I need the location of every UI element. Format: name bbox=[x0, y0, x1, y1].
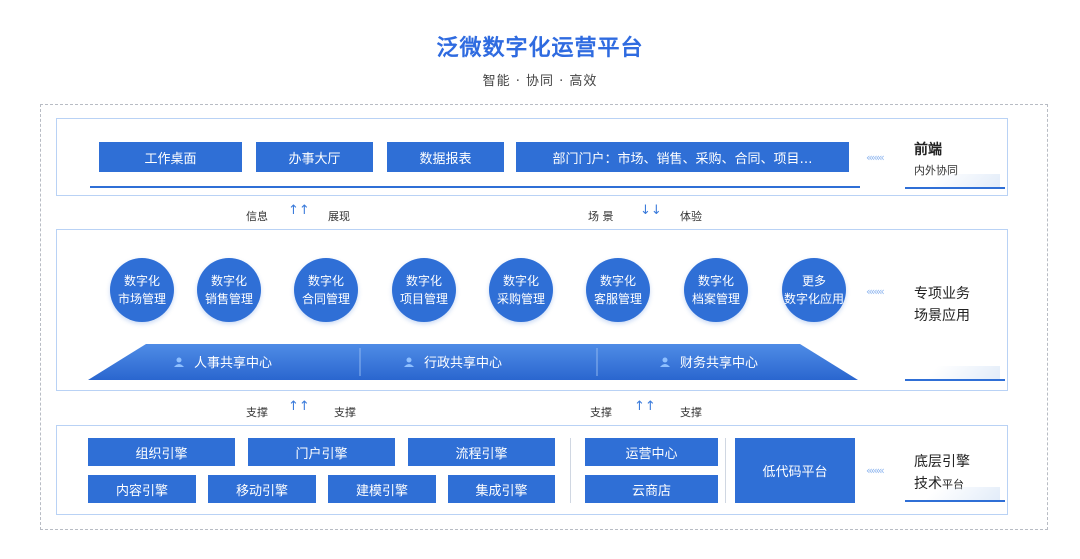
front-label: 前端 bbox=[914, 142, 942, 158]
service-hall-button[interactable]: 办事大厅 bbox=[256, 142, 373, 172]
connector-display-label: 展现 bbox=[328, 210, 350, 223]
finance-shared-center[interactable]: 财务共享中心 bbox=[660, 352, 758, 371]
support-label-2: 支撑 bbox=[334, 406, 356, 419]
customer-service-management-circle[interactable]: 数字化客服管理 bbox=[586, 258, 650, 322]
low-code-platform-button[interactable]: 低代码平台 bbox=[735, 438, 855, 503]
engine-divider-1 bbox=[570, 438, 571, 503]
support-label-3: 支撑 bbox=[590, 406, 612, 419]
front-arrows-icon: ‹‹‹‹‹‹‹ bbox=[866, 151, 885, 164]
support-label-4: 支撑 bbox=[680, 406, 702, 419]
up-arrows-icon: ↑↑ bbox=[634, 399, 656, 414]
integration-engine-button[interactable]: 集成引擎 bbox=[448, 475, 555, 503]
mobile-engine-button[interactable]: 移动引擎 bbox=[208, 475, 316, 503]
apps-side-underline bbox=[905, 379, 1005, 381]
content-engine-button[interactable]: 内容引擎 bbox=[88, 475, 196, 503]
person-icon bbox=[404, 357, 414, 367]
circle-line1: 数字化 bbox=[307, 274, 344, 288]
front-fade bbox=[905, 174, 1000, 188]
workflow-engine-button[interactable]: 流程引擎 bbox=[408, 438, 555, 466]
shared-center-bar bbox=[88, 344, 858, 380]
connector-info-label: 信息 bbox=[246, 210, 268, 223]
circle-line1: 数字化 bbox=[599, 274, 636, 288]
hr-shared-label: 人事共享中心 bbox=[194, 356, 273, 371]
procurement-management-circle[interactable]: 数字化采购管理 bbox=[489, 258, 553, 322]
circle-line1: 数字化 bbox=[697, 274, 734, 288]
circle-line2: 档案管理 bbox=[691, 292, 740, 306]
down-arrows-icon: ↓↓ bbox=[640, 203, 662, 218]
circle-line2: 数字化应用 bbox=[783, 292, 844, 306]
engine-fade bbox=[905, 487, 1000, 501]
circle-line2: 采购管理 bbox=[496, 292, 545, 306]
market-management-circle[interactable]: 数字化市场管理 bbox=[110, 258, 174, 322]
page-subtitle: 智能 · 协同 · 高效 bbox=[482, 74, 598, 89]
circle-line2: 市场管理 bbox=[117, 292, 166, 306]
front-side-underline bbox=[905, 187, 1005, 189]
data-report-button[interactable]: 数据报表 bbox=[387, 142, 504, 172]
engine-side-underline bbox=[905, 500, 1005, 502]
finance-shared-label: 财务共享中心 bbox=[680, 356, 759, 371]
engine-arrows-icon: ‹‹‹‹‹‹‹ bbox=[866, 464, 885, 477]
contract-management-circle[interactable]: 数字化合同管理 bbox=[294, 258, 358, 322]
org-engine-button[interactable]: 组织引擎 bbox=[88, 438, 235, 466]
engine-label: 底层引擎 bbox=[914, 454, 970, 470]
person-icon bbox=[660, 357, 670, 367]
connector-scene-label: 场 景 bbox=[588, 210, 614, 223]
more-apps-circle[interactable]: 更多数字化应用 bbox=[782, 258, 846, 322]
circle-line2: 销售管理 bbox=[204, 292, 253, 306]
operations-center-button[interactable]: 运营中心 bbox=[585, 438, 718, 466]
outer-frame bbox=[40, 104, 1048, 530]
support-label-1: 支撑 bbox=[246, 406, 268, 419]
up-arrows-icon: ↑↑ bbox=[288, 203, 310, 218]
apps-sublabel: 场景应用 bbox=[914, 308, 970, 324]
circle-line1: 数字化 bbox=[123, 274, 160, 288]
department-portal-button[interactable]: 部门门户：市场、销售、采购、合同、项目… bbox=[516, 142, 849, 172]
cloud-store-button[interactable]: 云商店 bbox=[585, 475, 718, 503]
project-management-circle[interactable]: 数字化项目管理 bbox=[392, 258, 456, 322]
admin-shared-label: 行政共享中心 bbox=[424, 356, 503, 371]
engine-divider-2 bbox=[725, 438, 726, 503]
circle-line2: 项目管理 bbox=[399, 292, 448, 306]
apps-arrows-icon: ‹‹‹‹‹‹‹ bbox=[866, 285, 885, 298]
apps-fade bbox=[905, 366, 1000, 380]
apps-label: 专项业务 bbox=[914, 286, 970, 302]
portal-engine-button[interactable]: 门户引擎 bbox=[248, 438, 395, 466]
circle-line1: 数字化 bbox=[405, 274, 442, 288]
modeling-engine-button[interactable]: 建模引擎 bbox=[328, 475, 436, 503]
person-icon bbox=[174, 357, 184, 367]
up-arrows-icon: ↑↑ bbox=[288, 399, 310, 414]
sales-management-circle[interactable]: 数字化销售管理 bbox=[197, 258, 261, 322]
circle-line1: 数字化 bbox=[210, 274, 247, 288]
connector-experience-label: 体验 bbox=[680, 210, 702, 223]
circle-line2: 合同管理 bbox=[301, 292, 350, 306]
circle-line1: 数字化 bbox=[502, 274, 539, 288]
hr-shared-center[interactable]: 人事共享中心 bbox=[174, 352, 272, 371]
workspace-button[interactable]: 工作桌面 bbox=[99, 142, 242, 172]
front-sublabel: 内外协同 bbox=[914, 164, 958, 177]
page-title: 泛微数字化运营平台 bbox=[436, 36, 644, 61]
archive-management-circle[interactable]: 数字化档案管理 bbox=[684, 258, 748, 322]
circle-line2: 客服管理 bbox=[593, 292, 642, 306]
front-underline bbox=[90, 186, 860, 188]
admin-shared-center[interactable]: 行政共享中心 bbox=[404, 352, 502, 371]
circle-line1: 更多 bbox=[801, 274, 826, 288]
